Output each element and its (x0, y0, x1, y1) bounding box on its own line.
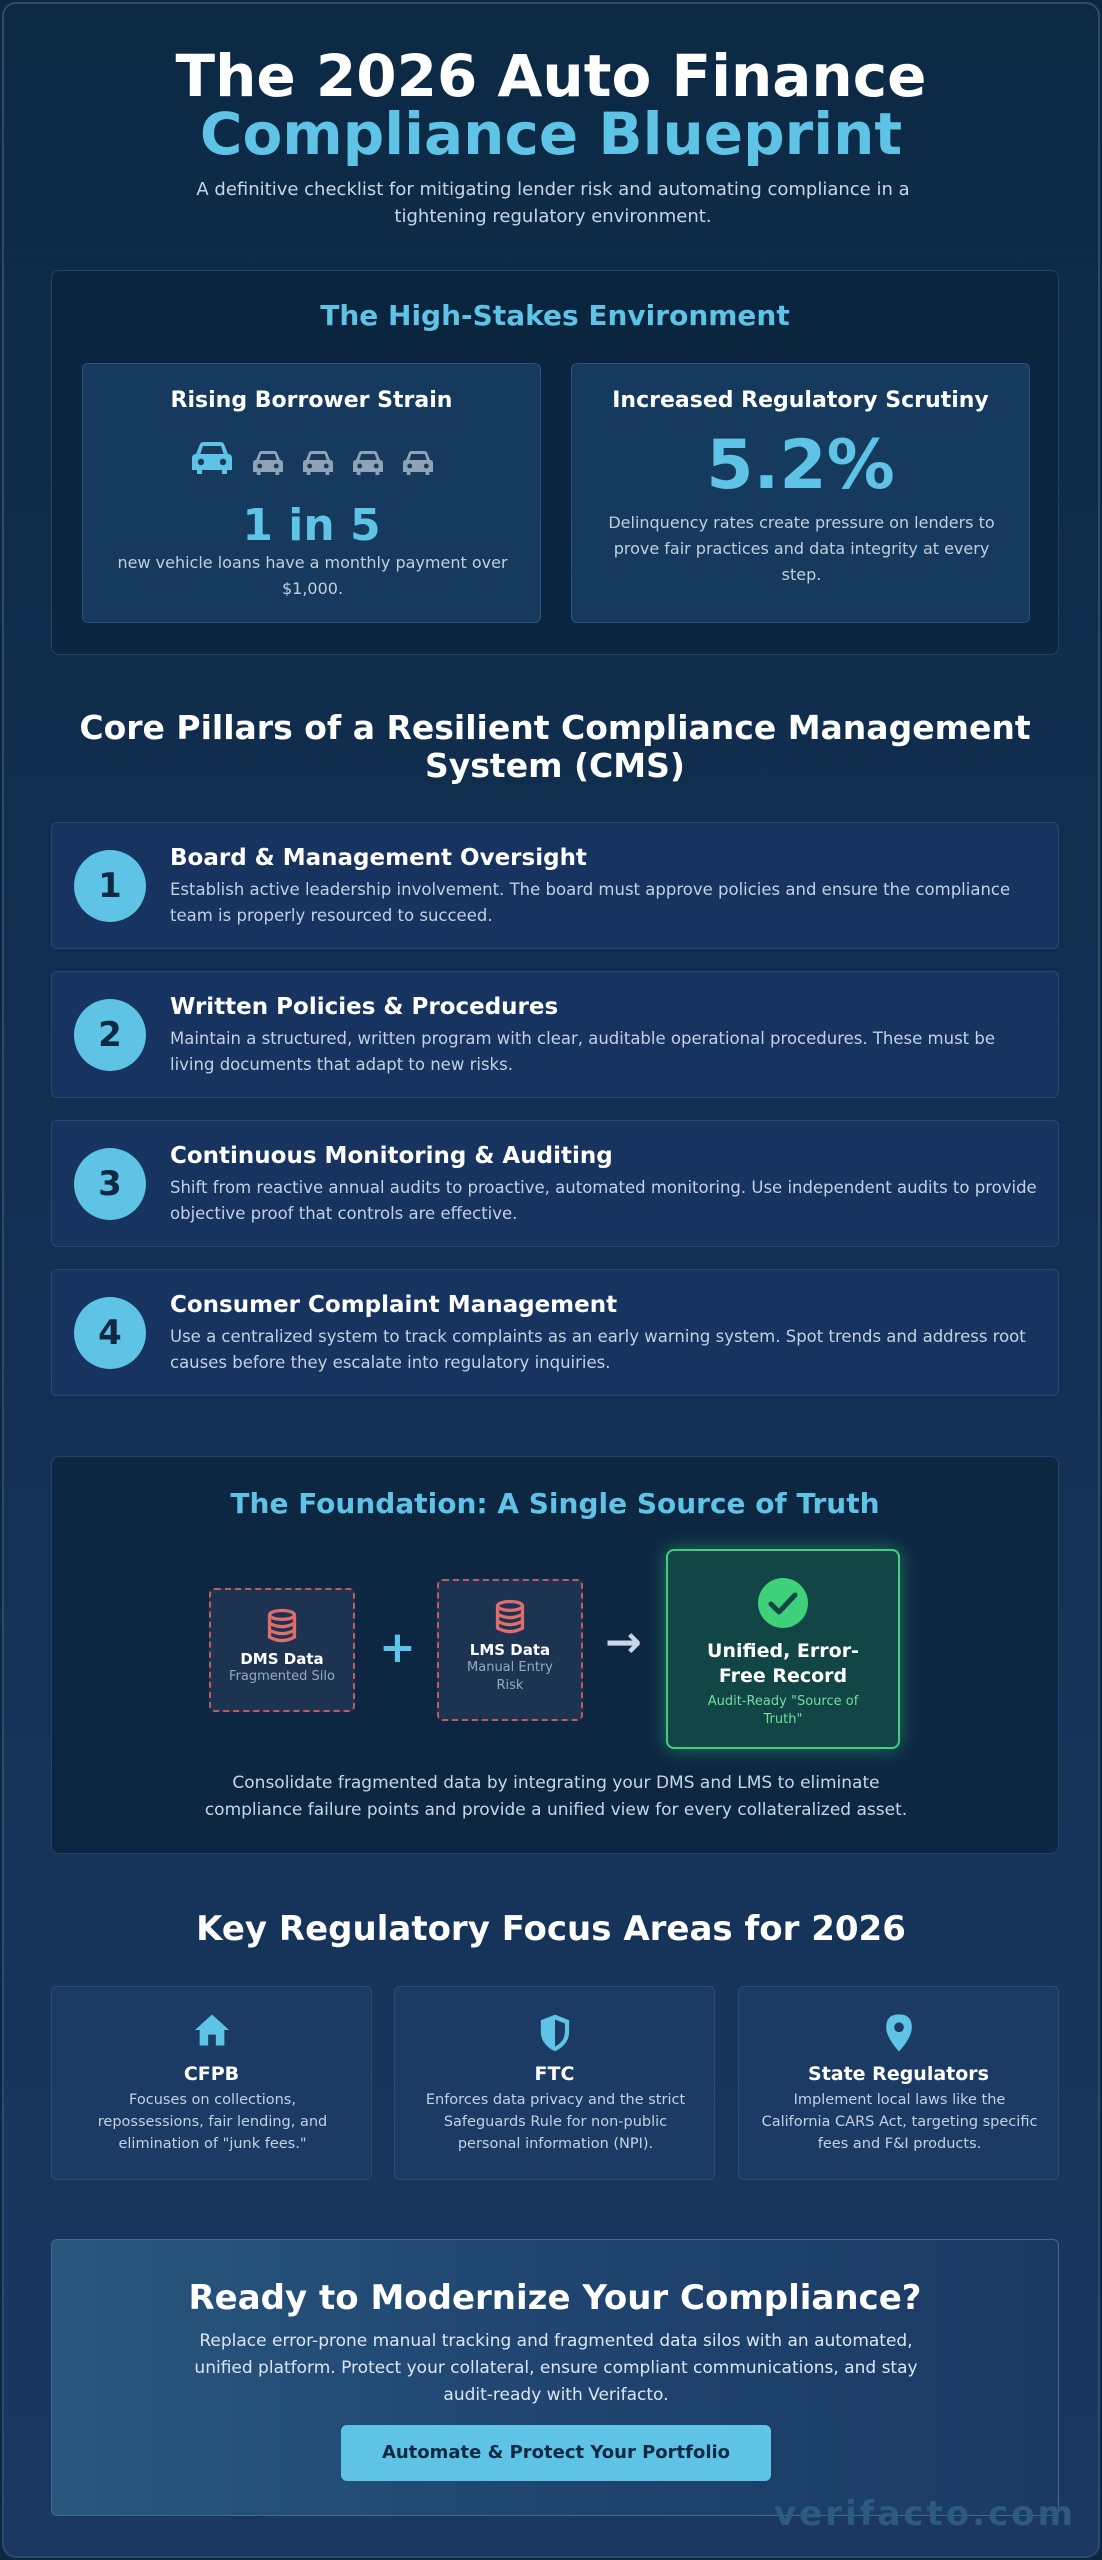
pillar-card: 1 Board & Management Oversight Establish… (51, 822, 1059, 949)
check-circle-icon (758, 1578, 808, 1628)
title-line-1: The 2026 Auto Finance (175, 42, 927, 110)
cta-section: Ready to Modernize Your Compliance? Repl… (51, 2239, 1059, 2516)
dms-data-label: DMS Data (240, 1650, 324, 1668)
car-icon (352, 451, 383, 475)
dms-data-sub: Fragmented Silo (229, 1669, 335, 1684)
plus-sign: + (379, 1622, 416, 1673)
pillar-number: 4 (74, 1297, 146, 1369)
pillar-title: Continuous Monitoring & Auditing (170, 1143, 613, 1169)
borrower-strain-text: new vehicle loans have a monthly payment… (117, 553, 508, 598)
subtitle: A definitive checklist for mitigating le… (196, 179, 910, 227)
regulatory-scrutiny-card: Increased Regulatory Scrutiny 5.2% Delin… (571, 363, 1030, 623)
pillar-number: 2 (74, 999, 146, 1071)
dms-data-box: DMS Data Fragmented Silo (209, 1588, 355, 1712)
lms-data-box: LMS Data Manual Entry Risk (437, 1579, 583, 1721)
pillar-number: 1 (74, 850, 146, 922)
regulatory-scrutiny-stat: 5.2% (706, 426, 895, 505)
pillar-title: Consumer Complaint Management (170, 1292, 618, 1318)
car-icon (191, 442, 232, 474)
home-icon (194, 2014, 229, 2046)
focus-card-state: State Regulators Implement local laws li… (738, 1986, 1059, 2180)
foundation-section: The Foundation: A Single Source of Truth… (51, 1456, 1059, 1854)
title-line-2: Compliance Blueprint (199, 100, 903, 168)
focus-desc-ftc: Enforces data privacy and the strict Saf… (425, 2092, 686, 2152)
focus-title-cfpb: CFPB (183, 2063, 240, 2085)
map-pin-icon (885, 2014, 912, 2052)
shield-icon (540, 2014, 569, 2052)
arrow-right-icon: → (605, 1617, 642, 1668)
pillar-title: Board & Management Oversight (170, 845, 587, 871)
pillar-card: 3 Continuous Monitoring & Auditing Shift… (51, 1120, 1059, 1247)
borrower-strain-stat: 1 in 5 (242, 500, 381, 551)
pillar-description: Maintain a structured, written program w… (170, 1029, 995, 1074)
cta-text: Replace error-prone manual tracking and … (194, 2331, 918, 2405)
focus-desc-state: Implement local laws like the California… (761, 2092, 1038, 2152)
focus-title-state: State Regulators (808, 2063, 989, 2085)
car-icon-row (83, 438, 540, 478)
pillar-description: Establish active leadership involvement.… (170, 880, 1011, 925)
borrower-strain-heading: Rising Borrower Strain (170, 388, 453, 413)
pillars-title: Core Pillars of a Resilient Compliance M… (79, 708, 1031, 785)
automate-protect-button[interactable]: Automate & Protect Your Portfolio (341, 2425, 771, 2481)
environment-section: The High-Stakes Environment Rising Borro… (51, 270, 1059, 655)
environment-title: The High-Stakes Environment (320, 299, 790, 332)
focus-title-ftc: FTC (534, 2063, 575, 2085)
focus-desc-cfpb: Focuses on collections, repossessions, f… (97, 2092, 328, 2152)
pillar-card: 4 Consumer Complaint Management Use a ce… (51, 1269, 1059, 1396)
foundation-title: The Foundation: A Single Source of Truth (230, 1487, 880, 1520)
focus-card-ftc: FTC Enforces data privacy and the strict… (394, 1986, 715, 2180)
lms-data-sub: Manual Entry Risk (467, 1660, 553, 1693)
pillar-card: 2 Written Policies & Procedures Maintain… (51, 971, 1059, 1098)
cta-title: Ready to Modernize Your Compliance? (188, 2278, 922, 2318)
watermark: verifacto.com (774, 2494, 1077, 2534)
unified-record-box: Unified, Error-Free Record Audit-Ready "… (666, 1549, 900, 1749)
database-icon (495, 1599, 525, 1634)
car-icon (302, 451, 333, 475)
car-icon (252, 451, 283, 475)
lms-data-label: LMS Data (469, 1641, 551, 1659)
pillar-number: 3 (74, 1148, 146, 1220)
focus-title: Key Regulatory Focus Areas for 2026 (196, 1909, 906, 1949)
focus-card-cfpb: CFPB Focuses on collections, repossessio… (51, 1986, 372, 2180)
pillar-description: Use a centralized system to track compla… (170, 1327, 1026, 1372)
borrower-strain-card: Rising Borrower Strain 1 in 5 new vehicl… (82, 363, 541, 623)
database-icon (267, 1608, 297, 1643)
car-icon (402, 451, 433, 475)
unified-record-title: Unified, Error-Free Record (707, 1640, 859, 1687)
foundation-text: Consolidate fragmented data by integrati… (204, 1773, 908, 1820)
regulatory-scrutiny-text: Delinquency rates create pressure on len… (608, 513, 995, 584)
pillar-description: Shift from reactive annual audits to pro… (170, 1178, 1037, 1223)
unified-record-sub: Audit-Ready "Source of Truth" (707, 1694, 859, 1727)
pillar-title: Written Policies & Procedures (170, 994, 559, 1020)
regulatory-scrutiny-heading: Increased Regulatory Scrutiny (612, 388, 989, 413)
